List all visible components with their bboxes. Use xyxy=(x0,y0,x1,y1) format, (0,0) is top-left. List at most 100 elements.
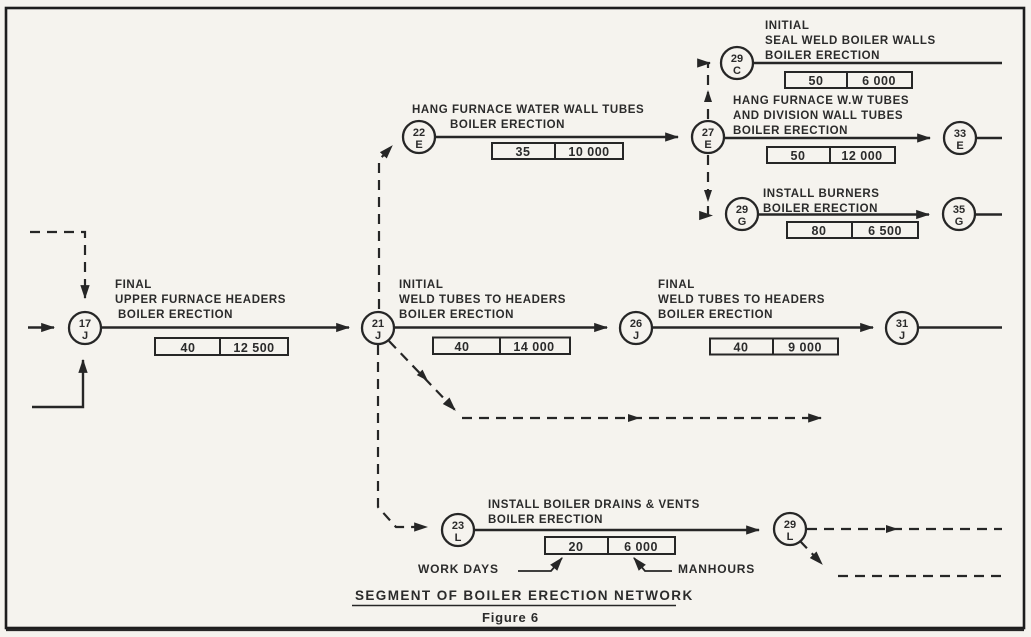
node-number: 26 xyxy=(630,318,642,330)
edge-dashed-21j-23l xyxy=(376,345,429,532)
node-number: 21 xyxy=(372,318,384,330)
duration-box-21j-26j: 40 14 000 xyxy=(432,336,571,355)
node-letter: G xyxy=(738,216,747,228)
manhours-value: 12 000 xyxy=(841,149,882,163)
manhours-value: 6 000 xyxy=(624,540,658,554)
svg-text:HANG FURNACE WATER WALL TUBES: HANG FURNACE WATER WALL TUBES xyxy=(412,104,644,116)
svg-text:FINAL: FINAL xyxy=(658,279,695,291)
node-29g: 29 G xyxy=(724,196,760,232)
node-number: 33 xyxy=(954,128,966,140)
svg-text:BOILER ERECTION: BOILER ERECTION xyxy=(763,203,878,215)
node-letter: G xyxy=(955,216,964,228)
arrowhead-down-27e-29g xyxy=(704,190,712,202)
duration-box-26j-31j: 40 9 000 xyxy=(709,337,839,356)
svg-text:INITIAL: INITIAL xyxy=(765,20,809,32)
manhours-value: 14 000 xyxy=(513,340,554,354)
work-days-value: 40 xyxy=(455,340,470,354)
node-letter: J xyxy=(633,330,639,342)
svg-text:INITIAL: INITIAL xyxy=(399,279,443,291)
node-26j: 26 J xyxy=(618,310,654,346)
edge-dashed-21j-22e xyxy=(377,145,393,309)
label-final-weld-tubes-to-headers: FINAL WELD TUBES TO HEADERS BOILER ERECT… xyxy=(658,279,825,321)
arrowhead-mid-29l-out xyxy=(886,525,898,533)
svg-text:FINAL: FINAL xyxy=(115,279,152,291)
duration-box-22e-27e: 35 10 000 xyxy=(491,142,624,160)
edge-dashed-into-17j-top xyxy=(30,230,90,300)
node-31j: 31 J xyxy=(884,310,920,346)
node-number: 17 xyxy=(79,318,91,330)
work-days-value: 40 xyxy=(734,341,749,355)
node-letter: J xyxy=(82,330,88,342)
figure-border xyxy=(4,6,1026,630)
node-number: 27 xyxy=(702,127,714,139)
work-days-value: 40 xyxy=(181,341,196,355)
duration-box-29g-35g: 80 6 500 xyxy=(786,221,919,239)
node-number: 29 xyxy=(731,53,743,65)
node-33e: 33 E xyxy=(942,120,978,156)
svg-text:HANG FURNACE W.W TUBES: HANG FURNACE W.W TUBES xyxy=(733,95,909,107)
node-29c: 29 C xyxy=(719,45,755,81)
node-letter: E xyxy=(956,140,963,152)
node-35g: 35 G xyxy=(941,196,977,232)
node-letter: C xyxy=(733,65,741,77)
node-27e: 27 E xyxy=(690,119,726,155)
svg-text:WELD TUBES TO HEADERS: WELD TUBES TO HEADERS xyxy=(658,294,825,306)
node-letter: L xyxy=(455,532,462,544)
manhours-value: 12 500 xyxy=(233,341,274,355)
node-letter: E xyxy=(415,139,422,151)
figure-caption: Figure 6 xyxy=(482,610,539,625)
label-initial-weld-tubes-to-headers: INITIAL WELD TUBES TO HEADERS BOILER ERE… xyxy=(399,279,566,321)
duration-box-23l-29l: 20 6 000 xyxy=(544,536,676,555)
node-29l: 29 L xyxy=(772,511,808,547)
label-final-upper-furnace-headers: FINAL UPPER FURNACE HEADERS BOILER ERECT… xyxy=(115,279,286,321)
pointer-manhours xyxy=(633,557,672,572)
svg-text:AND DIVISION WALL TUBES: AND DIVISION WALL TUBES xyxy=(733,110,903,122)
figure-title: SEGMENT OF BOILER ERECTION NETWORK xyxy=(355,588,694,603)
manhours-value: 10 000 xyxy=(568,145,609,159)
node-number: 29 xyxy=(784,519,796,531)
svg-text:WELD TUBES TO HEADERS: WELD TUBES TO HEADERS xyxy=(399,294,566,306)
work-days-value: 35 xyxy=(516,145,531,159)
arrowhead-mid-bypass xyxy=(628,414,640,422)
edge-solid-into-17j-bottom xyxy=(32,358,88,409)
node-number: 35 xyxy=(953,204,965,216)
svg-text:BOILER ERECTION: BOILER ERECTION xyxy=(450,119,565,131)
label-install-burners: INSTALL BURNERS BOILER ERECTION xyxy=(763,188,880,215)
work-days-value: 50 xyxy=(809,74,824,88)
node-22e: 22 E xyxy=(401,119,437,155)
node-number: 22 xyxy=(413,127,425,139)
svg-text:UPPER FURNACE HEADERS: UPPER FURNACE HEADERS xyxy=(115,294,286,306)
work-days-value: 80 xyxy=(812,224,827,238)
svg-text:BOILER ERECTION: BOILER ERECTION xyxy=(658,309,773,321)
arrowhead-up-27e-29c xyxy=(704,90,712,102)
node-number: 29 xyxy=(736,204,748,216)
label-hang-furnace-water-wall-tubes: HANG FURNACE WATER WALL TUBES BOILER ERE… xyxy=(412,104,644,131)
svg-text:BOILER ERECTION: BOILER ERECTION xyxy=(765,50,880,62)
node-letter: J xyxy=(899,330,905,342)
arrowhead-mid-diagonal xyxy=(416,369,428,381)
work-days-legend-label: WORK DAYS xyxy=(418,562,499,576)
label-install-boiler-drains-vents: INSTALL BOILER DRAINS & VENTS BOILER ERE… xyxy=(488,499,699,526)
svg-text:BOILER ERECTION: BOILER ERECTION xyxy=(488,514,603,526)
node-number: 31 xyxy=(896,318,908,330)
pointer-work-days xyxy=(518,557,563,572)
duration-box-29c: 50 6 000 xyxy=(784,71,913,89)
node-21j: 21 J xyxy=(360,310,396,346)
svg-text:BOILER ERECTION: BOILER ERECTION xyxy=(399,309,514,321)
node-letter: E xyxy=(704,139,711,151)
label-initial-seal-weld-boiler-walls: INITIAL SEAL WELD BOILER WALLS BOILER ER… xyxy=(765,20,935,62)
node-23l: 23 L xyxy=(440,512,476,548)
node-letter: L xyxy=(787,531,794,543)
svg-text:INSTALL BURNERS: INSTALL BURNERS xyxy=(763,188,880,200)
duration-box-27e-33e: 50 12 000 xyxy=(766,146,896,164)
svg-text:BOILER ERECTION: BOILER ERECTION xyxy=(733,125,848,137)
work-days-value: 50 xyxy=(791,149,806,163)
manhours-value: 6 500 xyxy=(868,224,902,238)
edge-dashed-29l-diagonal xyxy=(799,540,823,565)
manhours-value: 6 000 xyxy=(862,74,896,88)
node-17j: 17 J xyxy=(67,310,103,346)
work-days-value: 20 xyxy=(569,540,584,554)
manhours-legend-label: MANHOURS xyxy=(678,562,755,576)
